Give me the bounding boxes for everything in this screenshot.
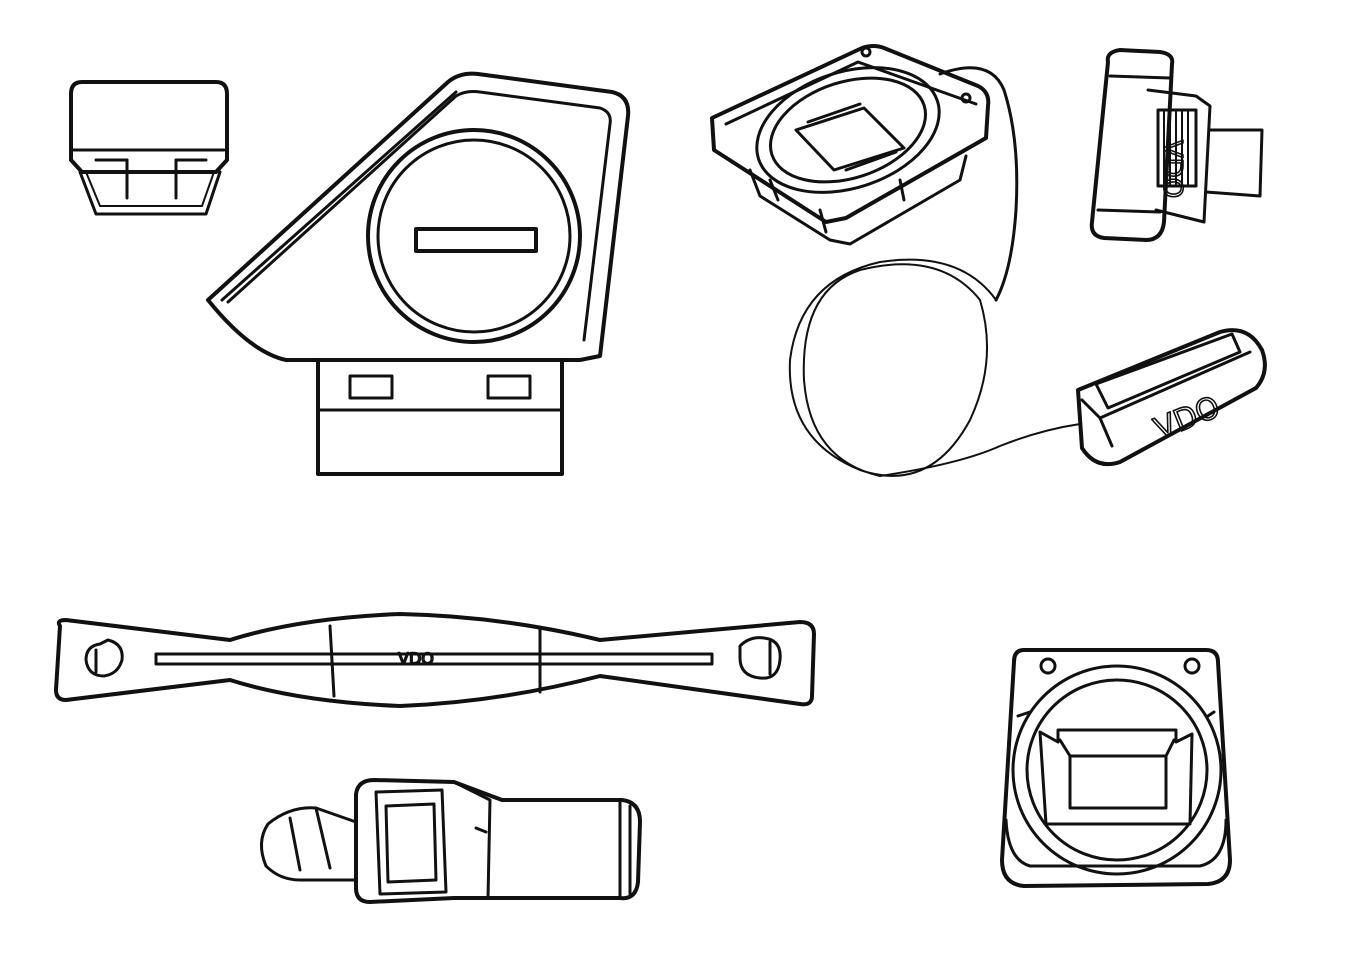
wired-mount-icon: VDO: [710, 44, 1267, 477]
sensor-brand-label: VDO: [1150, 390, 1225, 448]
magnet-brand-label: VDO: [1157, 140, 1187, 198]
strap-brand-label: VDO: [398, 649, 434, 668]
magnet-clip-icon: [69, 80, 229, 216]
cadence-magnet-icon: VDO: [1089, 48, 1264, 242]
wireless-mount-icon: [1000, 648, 1232, 888]
speed-sensor-icon: [206, 71, 631, 476]
chest-strap-icon: VDO: [54, 612, 816, 708]
cadence-sensor-icon: [260, 778, 642, 904]
